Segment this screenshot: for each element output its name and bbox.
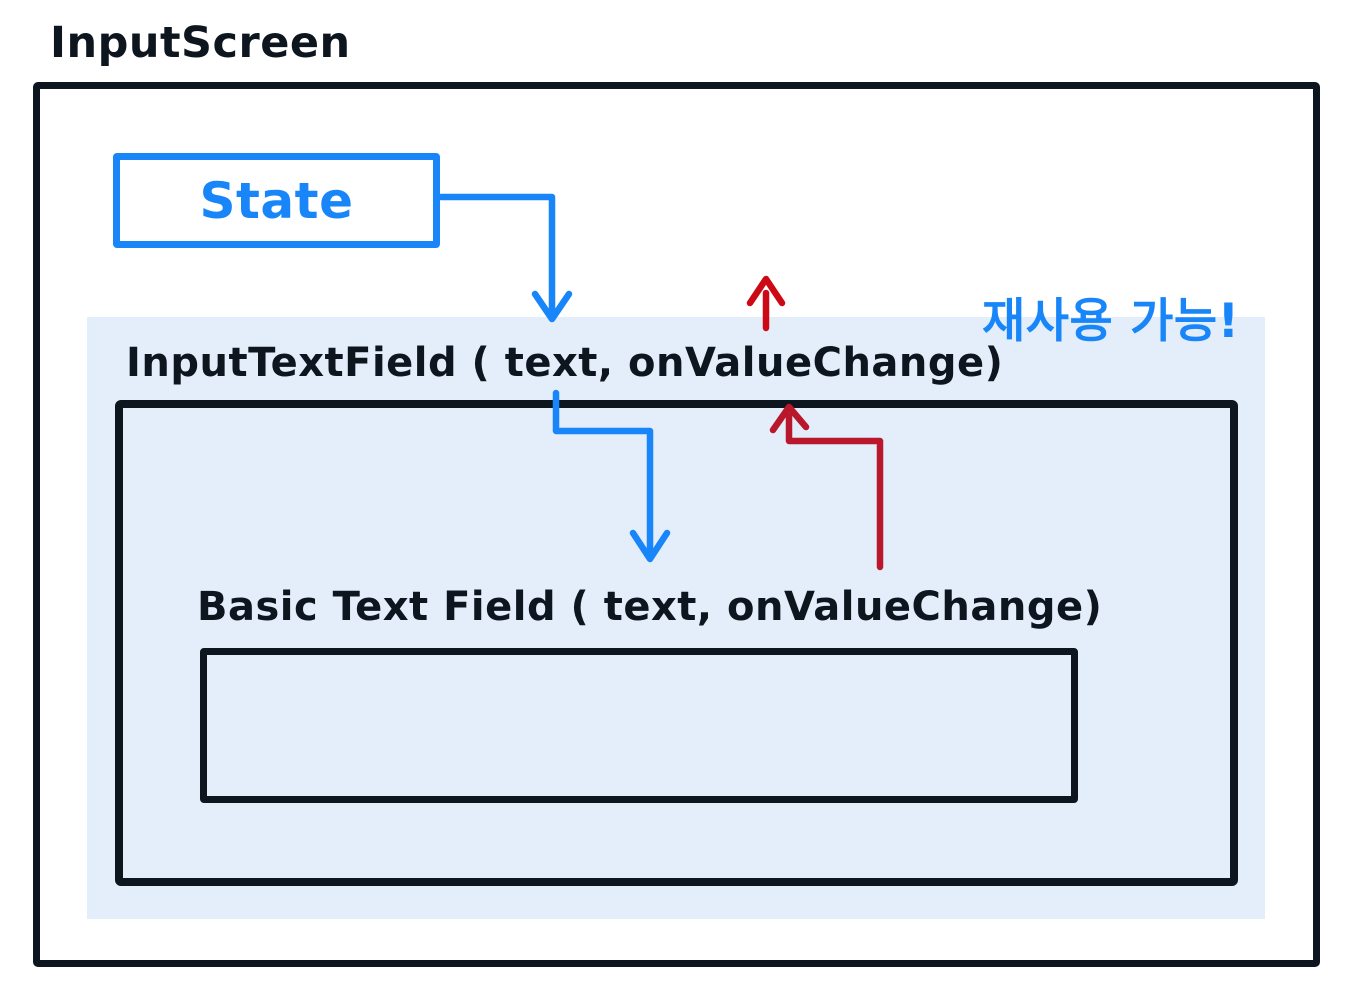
basic-text-field-box xyxy=(200,648,1078,803)
input-screen-frame xyxy=(33,82,1320,967)
state-box: State xyxy=(113,153,440,248)
input-text-field-label: InputTextField ( text, onValueChange) xyxy=(126,340,1004,386)
reusable-component-region xyxy=(87,317,1265,919)
state-label: State xyxy=(199,171,354,230)
reusable-note: 재사용 가능! xyxy=(982,294,1240,349)
screen-title: InputScreen xyxy=(50,18,351,68)
input-text-field-box xyxy=(115,400,1238,886)
basic-text-field-label: Basic Text Field ( text, onValueChange) xyxy=(197,584,1103,630)
